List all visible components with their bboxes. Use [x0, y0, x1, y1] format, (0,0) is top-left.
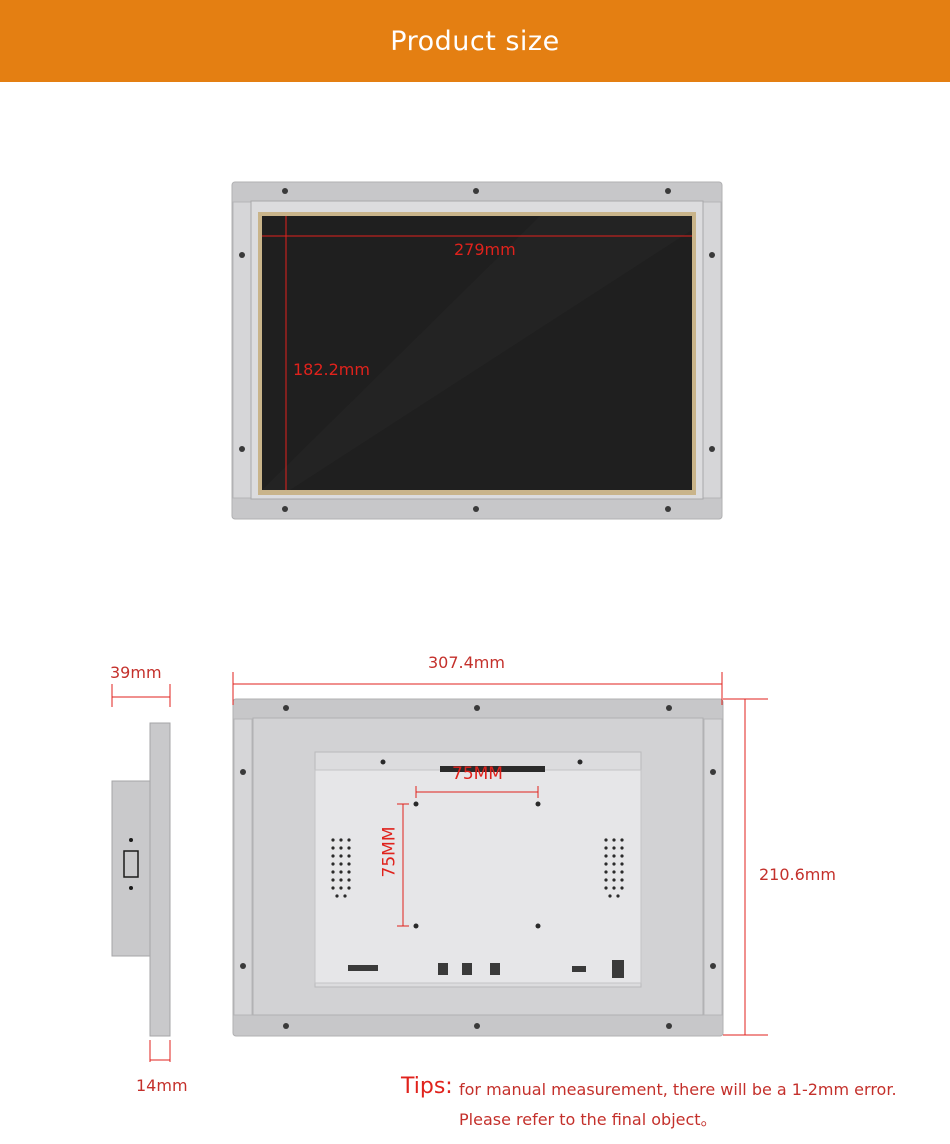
header-banner: Product size	[0, 0, 950, 82]
tips-line-2: Please refer to the final object。	[459, 1110, 717, 1129]
vesa-horizontal-label: 75MM	[452, 764, 503, 784]
tips-label: Tips:	[401, 1074, 453, 1099]
front-height-label: 182.2mm	[293, 360, 370, 379]
tips-line-1: for manual measurement, there will be a …	[459, 1080, 897, 1099]
back-width-label: 307.4mm	[428, 653, 505, 672]
front-dimension-lines	[262, 216, 692, 490]
side-depth-label: 39mm	[110, 663, 162, 682]
page-title: Product size	[390, 25, 560, 57]
back-height-label: 210.6mm	[759, 865, 836, 884]
back-view-monitor	[232, 698, 724, 1037]
front-width-label: 279mm	[454, 240, 516, 259]
front-view-monitor	[231, 181, 723, 520]
side-bezel-label: 14mm	[136, 1076, 188, 1095]
side-view-monitor	[111, 722, 171, 1037]
back-dimension-lines	[232, 672, 768, 1036]
side-dimension-lines	[111, 684, 171, 1062]
vesa-vertical-label: 75MM	[379, 826, 400, 878]
